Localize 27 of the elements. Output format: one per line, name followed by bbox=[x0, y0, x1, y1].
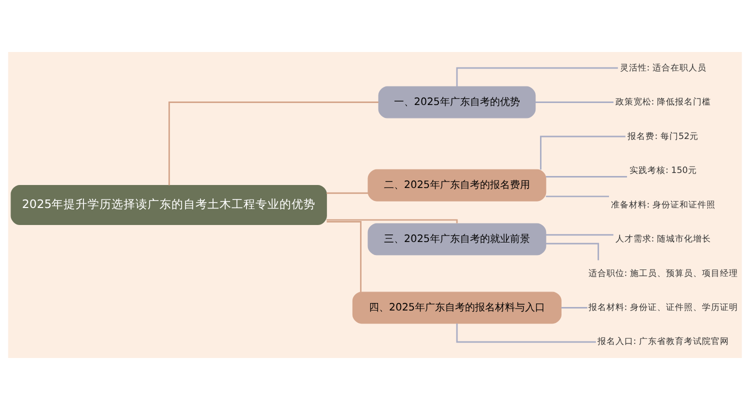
connector bbox=[456, 67, 618, 87]
connector bbox=[540, 136, 626, 170]
node-box: 一、2025年广东自考的优势 bbox=[378, 86, 536, 118]
connector bbox=[561, 307, 588, 308]
node-text: 报名入口: 广东省教育考试院官网 bbox=[597, 337, 730, 348]
connector bbox=[326, 221, 362, 292]
connector bbox=[536, 102, 614, 103]
connector bbox=[326, 219, 458, 224]
connector bbox=[326, 192, 368, 194]
node-text: 灵活性: 适合在职人员 bbox=[620, 63, 707, 74]
node-text: 报名费: 每门52元 bbox=[628, 132, 699, 142]
node-text: 报名材料: 身份证、证件照、学历证明 bbox=[588, 302, 738, 313]
connector bbox=[546, 196, 609, 198]
node-text: 适合职位: 施工员、预算员、项目经理 bbox=[588, 268, 738, 279]
connector bbox=[456, 323, 596, 343]
connector bbox=[546, 176, 628, 178]
node-box: 四、2025年广东自考的报名材料与入口 bbox=[352, 292, 562, 324]
node-text: 准备材料: 身份证和证件照 bbox=[610, 200, 716, 210]
node-text: 实践考核: 150元 bbox=[629, 166, 697, 176]
node-box: 2025年提升学历选择读广东的自考土木工程专业的优势 bbox=[10, 184, 327, 226]
connector bbox=[546, 242, 600, 260]
node-text: 人才需求: 随城市化增长 bbox=[615, 234, 712, 244]
node-box: 三、2025年广东自考的就业前景 bbox=[368, 223, 546, 256]
node-text: 政策宽松: 降低报名门槛 bbox=[615, 98, 712, 108]
connector bbox=[168, 102, 379, 186]
node-box: 二、2025年广东自考的报名费用 bbox=[368, 169, 546, 202]
connector bbox=[546, 234, 614, 236]
